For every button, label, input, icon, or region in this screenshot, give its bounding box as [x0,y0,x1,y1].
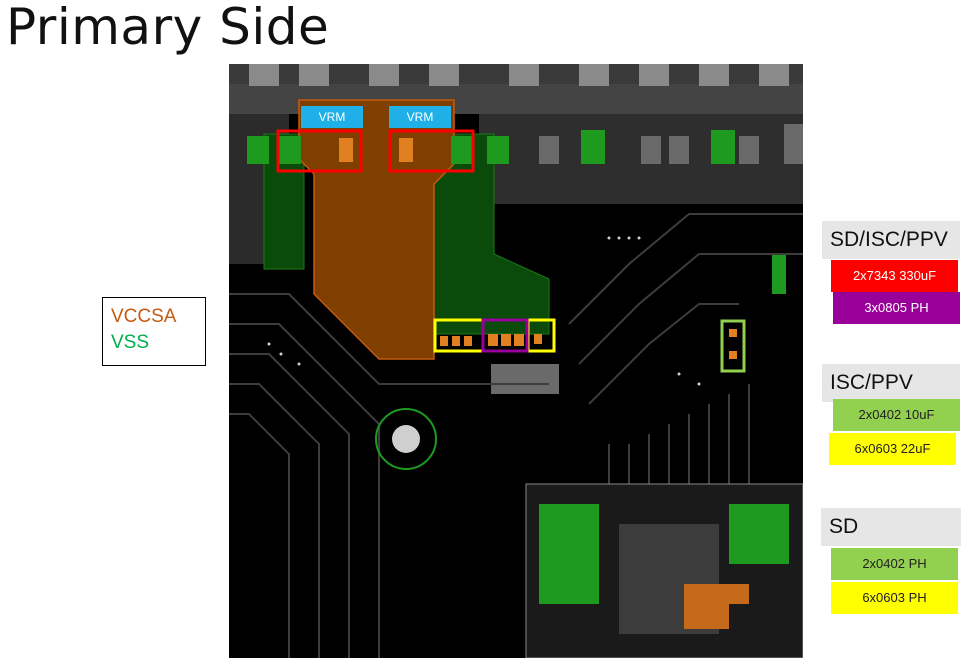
net-legend-vss: VSS [111,332,150,353]
page-title: Primary Side [6,0,330,56]
net-legend: VCCSA VSS [102,297,206,366]
cap-label-0805-ph: 3x0805 PH [833,292,960,324]
group-header-sd-isc-ppv: SD/ISC/PPV [822,221,960,259]
net-legend-vccsa: VCCSA [111,306,177,327]
pcb-layout-image: VRM VRM [229,64,803,658]
group-header-isc-ppv: ISC/PPV [822,364,960,402]
cap-label-0402-10uf: 2x0402 10uF [833,399,960,431]
group-header-sd: SD [821,508,961,546]
cap-label-0402-ph: 2x0402 PH [831,548,958,580]
vrm-label: VRM [389,106,451,128]
vrm-label: VRM [301,106,363,128]
cap-label-330uf: 2x7343 330uF [831,260,958,292]
cap-label-0603-22uf: 6x0603 22uF [829,433,956,465]
cap-label-0603-ph: 6x0603 PH [831,582,958,614]
